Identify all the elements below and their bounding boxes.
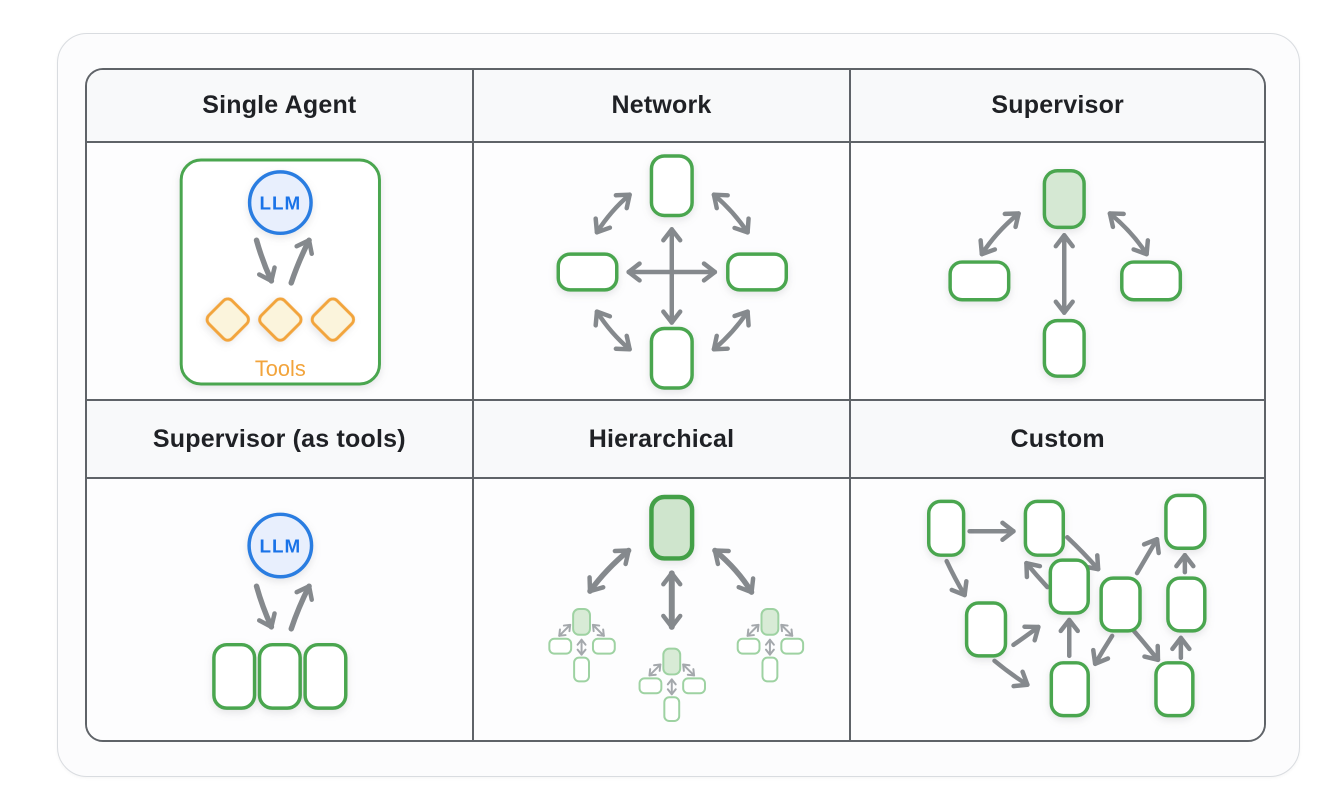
mini-agent-node xyxy=(736,637,761,655)
tools-label: Tools xyxy=(255,356,306,381)
architecture-table: Single Agent Network Supervisor LLM xyxy=(85,68,1266,742)
cell-hierarchical xyxy=(473,479,852,740)
arrow-top-to-right-team xyxy=(711,547,756,595)
tool-diamond xyxy=(258,297,303,342)
cell-supervisor-as-tools: LLM xyxy=(87,479,474,740)
arrow-bottom-right xyxy=(711,309,751,352)
agent-node-d xyxy=(1048,558,1091,615)
header-single-agent: Single Agent xyxy=(87,70,474,143)
agent-node-b xyxy=(1024,499,1066,557)
network-diagram xyxy=(556,154,788,390)
mini-agent-node xyxy=(681,677,706,695)
arrow-top-to-left-team xyxy=(586,547,632,594)
arrow-tools-to-llm xyxy=(288,237,314,286)
agent-node-g xyxy=(1164,493,1207,550)
arrow-left-bottom xyxy=(593,309,632,352)
mini-agent-node xyxy=(548,637,572,655)
arrow-e-i xyxy=(1131,627,1161,663)
supervisor-as-tools-diagram: LLM xyxy=(212,512,348,710)
mini-agent-node xyxy=(591,637,616,655)
agent-node-f xyxy=(1166,576,1207,633)
header-hierarchical: Hierarchical xyxy=(473,401,852,479)
agent-node-bottom xyxy=(1043,318,1087,378)
header-custom: Custom xyxy=(851,401,1264,479)
mini-team-left xyxy=(548,608,616,683)
agent-node-e xyxy=(1099,576,1143,633)
agent-node-right xyxy=(725,252,788,292)
arrow-supervisor-left xyxy=(978,211,1022,257)
arrow-a-c xyxy=(944,558,969,598)
agent-node-h xyxy=(1049,661,1091,718)
mini-agent-node xyxy=(779,637,804,655)
llm-circle xyxy=(247,512,314,579)
mini-agent-node xyxy=(638,677,663,695)
mini-agent-node xyxy=(663,696,680,723)
mini-supervisor-node xyxy=(571,608,591,636)
cell-single-agent: LLM Tools xyxy=(87,143,474,401)
header-supervisor-as-tools-label: Supervisor (as tools) xyxy=(152,424,406,453)
header-supervisor: Supervisor xyxy=(851,70,1264,143)
arrow-b-e xyxy=(1065,535,1101,572)
header-single-agent-label: Single Agent xyxy=(202,91,357,119)
agent-node-a xyxy=(927,499,966,557)
custom-diagram xyxy=(927,493,1207,718)
arrow-llm-to-agents xyxy=(253,583,277,630)
cell-custom xyxy=(851,479,1264,740)
supervisor-node xyxy=(1043,169,1087,230)
agent-node-left xyxy=(556,252,619,292)
agent-node xyxy=(303,642,348,710)
header-network: Network xyxy=(473,70,852,143)
cell-supervisor xyxy=(851,143,1264,401)
mini-agent-node xyxy=(572,656,590,683)
agent-node-i xyxy=(1154,661,1195,718)
agent-tool-nodes xyxy=(212,642,348,710)
tool-diamond xyxy=(310,297,356,342)
outer-card: Single Agent Network Supervisor LLM xyxy=(57,33,1300,777)
agent-node-top xyxy=(649,154,694,218)
arrow-supervisor-right xyxy=(1108,211,1151,257)
arrow-top-right xyxy=(711,192,751,235)
agent-node xyxy=(257,642,302,710)
llm-label: LLM xyxy=(259,193,301,214)
agent-node-bottom xyxy=(649,326,694,390)
header-custom-label: Custom xyxy=(1010,424,1105,453)
header-supervisor-as-tools: Supervisor (as tools) xyxy=(87,401,474,479)
llm-circle xyxy=(247,170,313,236)
header-hierarchical-label: Hierarchical xyxy=(588,424,735,453)
mini-supervisor-node xyxy=(760,608,780,636)
header-supervisor-label: Supervisor xyxy=(991,91,1124,119)
tool-diamonds xyxy=(205,297,356,342)
header-network-label: Network xyxy=(611,91,712,119)
agent-node-left xyxy=(948,260,1011,302)
arrow-e-g xyxy=(1135,536,1162,576)
agent-node-right xyxy=(1120,260,1183,302)
mini-team-center xyxy=(638,647,706,723)
agent-node-c xyxy=(965,601,1008,658)
arrow-e-h xyxy=(1091,633,1115,667)
hierarchical-diagram xyxy=(548,494,804,723)
arrow-agents-to-llm xyxy=(288,583,314,632)
supervisor-diagram xyxy=(948,169,1183,378)
top-supervisor-node xyxy=(648,494,694,561)
arrow-left-top xyxy=(593,192,632,235)
arrow-llm-to-tools xyxy=(253,237,277,284)
single-agent-diagram: LLM Tools xyxy=(179,158,381,386)
arrow-d-b xyxy=(1024,560,1050,590)
mini-agent-node xyxy=(761,656,779,683)
arrow-c-h xyxy=(992,658,1031,689)
cell-network xyxy=(473,143,852,401)
agent-node xyxy=(212,642,257,710)
mini-team-right xyxy=(736,608,804,683)
llm-label: LLM xyxy=(259,535,301,556)
mini-supervisor-node xyxy=(662,647,681,676)
arrow-c-d xyxy=(1011,624,1041,648)
tool-diamond xyxy=(205,297,250,342)
